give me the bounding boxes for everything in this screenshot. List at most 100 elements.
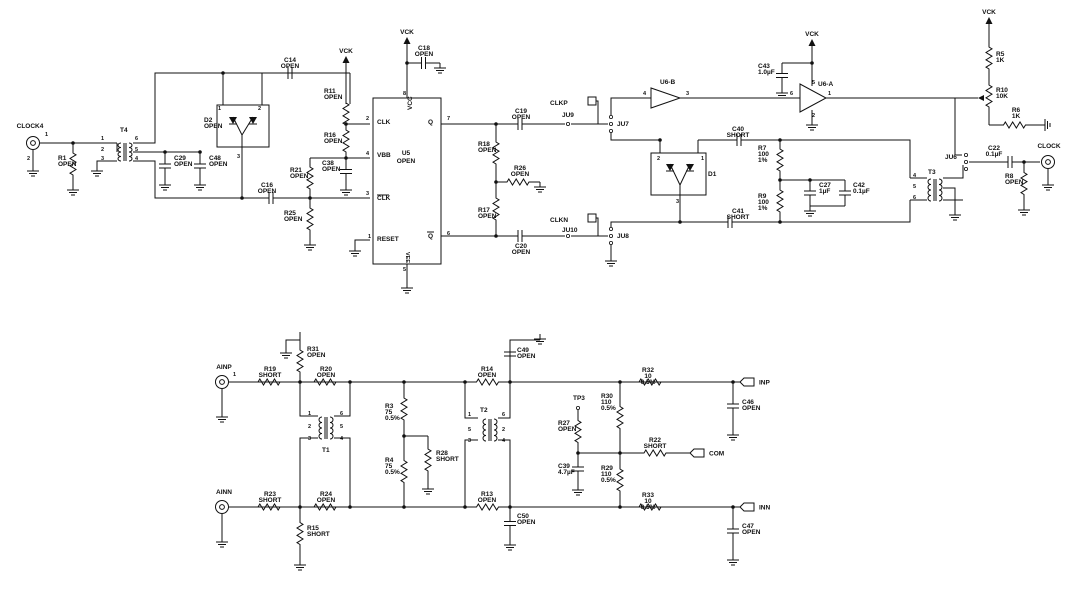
wire [334,382,351,507]
component-value: SHORT [644,443,667,450]
wire [133,72,350,144]
ref-designator: C40 [732,126,744,133]
pin-number: 4 [366,151,370,157]
component-tolerance: 0.5% [385,415,400,422]
coax-center [219,379,225,385]
net-flag [739,502,755,512]
coax-connector [1041,155,1055,169]
pin-number: 5 [403,267,406,273]
component-value: OPEN [517,353,536,360]
resistor-r18 [492,124,500,182]
component-value: SHORT [727,214,750,221]
resistor-r8 [1020,162,1028,205]
component-value: 10 [644,373,652,380]
wire [596,217,599,236]
resistor-r10 [985,80,993,112]
capacitor-c38 [340,158,352,185]
capacitor-c20 [500,230,540,242]
component-value: OPEN [478,213,497,220]
wire [943,187,956,210]
transformer-ref: T4 [120,127,128,134]
diode-d1a [666,164,674,171]
capacitor-c22 [990,156,1030,168]
capacitor-c46 [727,382,739,430]
net-flag [587,96,597,106]
component-value: 4.7µF [558,469,575,476]
pin-number: 6 [340,411,343,417]
pin-number: 6 [502,412,505,418]
ref-designator: R18 [478,141,490,148]
wire [780,200,911,223]
ref-designator: R27 [558,420,570,427]
capacitor-c27 [804,180,816,206]
component-value: 0.1µF [986,151,1003,158]
ic-pin-label: Q [428,233,433,240]
ref-designator: C20 [515,243,527,250]
ic-pin-label: CLK [377,195,391,202]
ref-designator: R1 [58,155,67,162]
power-arrow [403,37,411,44]
pin-number: 3 [101,156,104,162]
component-value: 10 [644,498,652,505]
jumper-pin [566,233,571,238]
resistor-r1 [69,143,77,185]
pin-number: 3 [686,91,689,97]
ref-designator: R6 [1012,107,1021,114]
component-value: OPEN [517,519,536,526]
component-tolerance: 1% [758,157,768,164]
resistor-r9 [776,180,784,222]
junction-dot [463,380,467,384]
transformer-ref: T3 [928,169,936,176]
component-tolerance: 0.5% [641,379,656,386]
ref-designator: R9 [758,193,767,200]
wire [133,160,242,199]
diode-d2a [229,117,237,124]
resistor-r27 [574,410,582,453]
ref-designator: C41 [732,208,744,215]
ref-designator: R21 [290,167,302,174]
ref-designator: C18 [418,45,430,52]
wire [910,177,927,201]
jumper-pin [964,159,969,164]
ref-designator: C50 [517,513,529,520]
ground-symbol [504,540,516,551]
pin-number: 1 [701,156,704,162]
diode-ref: D2 [204,117,213,124]
resistor-r31 [296,340,304,382]
component-value: SHORT [259,372,282,379]
d1-internal [666,163,694,195]
ref-designator: C47 [742,523,754,530]
ground-symbol [422,484,434,495]
resistor-r15 [296,507,304,560]
diode-value: OPEN [204,123,223,130]
wire [299,382,318,507]
ground-symbol [1018,205,1030,216]
ground-symbol [27,166,39,177]
ref-designator: R26 [514,165,526,172]
ground-symbol [572,485,584,496]
ref-designator: R29 [601,465,613,472]
component-value: OPEN [317,372,336,379]
coax-center [219,504,225,510]
ref-designator: C27 [819,182,831,189]
transformer-ref: T1 [322,447,330,454]
jumper-pin [609,115,614,120]
component-value: OPEN [290,173,309,180]
ref-designator: R3 [385,403,394,410]
wire [464,382,478,507]
diode-d2b [249,117,257,124]
component-value: 0.1µF [853,188,870,195]
ground-symbol [1042,180,1054,191]
pin-number: 2 [812,113,815,119]
ground-symbol [605,256,617,267]
component-value: OPEN [209,161,228,168]
ground-symbol [280,348,292,359]
pin-number: 3 [676,199,679,205]
vck-label: VCK [400,29,414,36]
t4-transformer [117,142,133,162]
pin-number: 4 [913,173,917,179]
wire [596,100,599,124]
wire [780,139,911,178]
pin-number: 1 [368,234,371,240]
ground-symbol [194,180,206,191]
